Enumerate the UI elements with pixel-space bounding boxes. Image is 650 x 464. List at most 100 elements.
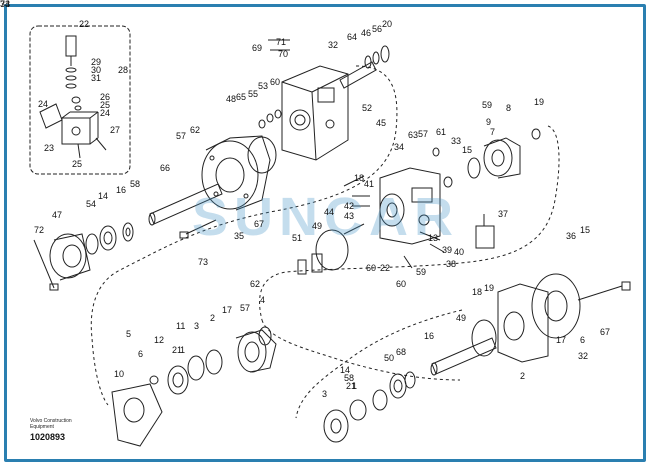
swash-plate bbox=[111, 383, 163, 447]
control-block bbox=[379, 167, 441, 245]
callout-label: 26 bbox=[100, 92, 111, 102]
callout-label: 15 bbox=[462, 145, 473, 155]
callout-label: 4 bbox=[260, 295, 266, 305]
callout-label: 24 bbox=[100, 108, 111, 118]
callout-label: 35 bbox=[234, 231, 245, 241]
callout-label: 42 bbox=[344, 201, 355, 211]
callout-label: 3 bbox=[322, 389, 328, 399]
callout-label: 23 bbox=[44, 143, 55, 153]
callout-label: 16 bbox=[116, 185, 127, 195]
callout-label: 32 bbox=[328, 40, 339, 50]
brand-line-2: Equipment bbox=[30, 424, 54, 430]
brand-line-1: Volvo Construction bbox=[30, 418, 72, 424]
callout-label: 14 bbox=[98, 191, 109, 201]
callout-label: 17 bbox=[556, 335, 567, 345]
callout-label: 59 bbox=[482, 100, 493, 110]
callout-label: 70 bbox=[278, 49, 289, 59]
callout-label: 29 bbox=[91, 57, 102, 67]
callout-label: 49 bbox=[312, 221, 323, 231]
callout-label: 11 bbox=[176, 321, 186, 331]
callout-label: 28 bbox=[118, 65, 129, 75]
callout-label: 32 bbox=[578, 351, 589, 361]
callout-label: 53 bbox=[258, 81, 269, 91]
callout-label: 13 bbox=[428, 233, 439, 243]
callout-label: 62 bbox=[190, 125, 201, 135]
callout-label: 51 bbox=[292, 233, 303, 243]
callout-label: 14 bbox=[340, 365, 351, 375]
callout-label: 62 bbox=[250, 279, 261, 289]
callout-label: 58 bbox=[344, 373, 355, 383]
callout-label: 16 bbox=[424, 331, 435, 341]
callout-label: 57 bbox=[176, 131, 187, 141]
callout-label: 38 bbox=[446, 259, 457, 269]
callout-label: 9 bbox=[486, 117, 492, 127]
callout-label: 60 bbox=[396, 279, 407, 289]
valve-block bbox=[61, 117, 91, 145]
callout-label: 22 bbox=[380, 263, 391, 273]
callout-label: 60 bbox=[366, 263, 377, 273]
callout-label: 17 bbox=[222, 305, 233, 315]
callout-label: 45 bbox=[376, 118, 387, 128]
callout-label: 25 bbox=[100, 100, 111, 110]
callout-label: 57 bbox=[240, 303, 251, 313]
callout-label: 8 bbox=[506, 103, 512, 113]
callout-label: 63 bbox=[408, 130, 419, 140]
callout-label: 2 bbox=[520, 371, 526, 381]
callout-label: 41 bbox=[364, 179, 375, 189]
callout-label: 66 bbox=[160, 163, 171, 173]
callout-label: 59 bbox=[416, 267, 427, 277]
callout-label: 50 bbox=[384, 353, 395, 363]
inset-outline bbox=[29, 25, 131, 175]
cylinder-block bbox=[237, 331, 267, 373]
callout-label: 34 bbox=[394, 142, 405, 152]
drive-shaft bbox=[149, 183, 223, 225]
front-flange bbox=[49, 233, 87, 279]
solenoid-part bbox=[65, 35, 77, 57]
callout-label: 21 bbox=[172, 345, 183, 355]
pump-housing bbox=[281, 65, 349, 161]
callout-label: 3 bbox=[194, 321, 200, 331]
callout-label: 43 bbox=[344, 211, 355, 221]
callout-label: 64 bbox=[347, 32, 358, 42]
callout-label: 52 bbox=[362, 103, 373, 113]
brand-block: Volvo Construction Equipment bbox=[30, 418, 100, 430]
callout-label: 47 bbox=[52, 210, 63, 220]
callout-label: 34 bbox=[0, 0, 11, 9]
pump-housing-rear bbox=[497, 283, 549, 363]
callout-label: 37 bbox=[498, 209, 509, 219]
callout-label: 67 bbox=[600, 327, 611, 337]
callout-label: 40 bbox=[454, 247, 465, 257]
callout-label: 25 bbox=[72, 159, 83, 169]
callout-label: 56 bbox=[372, 24, 383, 34]
callout-label: 65 bbox=[236, 92, 247, 102]
callout-label: 48 bbox=[226, 94, 237, 104]
callout-label: 69 bbox=[252, 43, 263, 53]
callout-label: 61 bbox=[436, 127, 447, 137]
callout-label: 5 bbox=[126, 329, 132, 339]
callout-label: 54 bbox=[86, 199, 97, 209]
callout-label: 44 bbox=[324, 207, 335, 217]
diagram-frame bbox=[4, 4, 646, 462]
callout-label: 15 bbox=[580, 225, 591, 235]
callout-label: 31 bbox=[91, 73, 102, 83]
callout-label: 24 bbox=[38, 99, 49, 109]
callout-label: 18 bbox=[472, 287, 483, 297]
callout-label: 1 bbox=[352, 381, 358, 391]
callout-label: 27 bbox=[110, 125, 121, 135]
callout-label: 71 bbox=[276, 37, 287, 47]
gear-pump bbox=[483, 139, 513, 177]
callout-label: 57 bbox=[418, 129, 429, 139]
callout-label: 73 bbox=[198, 257, 209, 267]
callout-label: 72 bbox=[34, 225, 45, 235]
callout-label: 10 bbox=[114, 369, 125, 379]
callout-label: 58 bbox=[130, 179, 141, 189]
callout-label: 68 bbox=[396, 347, 407, 357]
callout-label: 39 bbox=[442, 245, 453, 255]
callout-label: 33 bbox=[451, 136, 462, 146]
callout-label: 6 bbox=[580, 335, 586, 345]
callout-label: 22 bbox=[79, 19, 90, 29]
callout-label: 20 bbox=[382, 19, 393, 29]
callout-label: 19 bbox=[534, 97, 545, 107]
callout-label: 67 bbox=[254, 219, 265, 229]
watermark-text: SUNCAR bbox=[192, 187, 460, 247]
